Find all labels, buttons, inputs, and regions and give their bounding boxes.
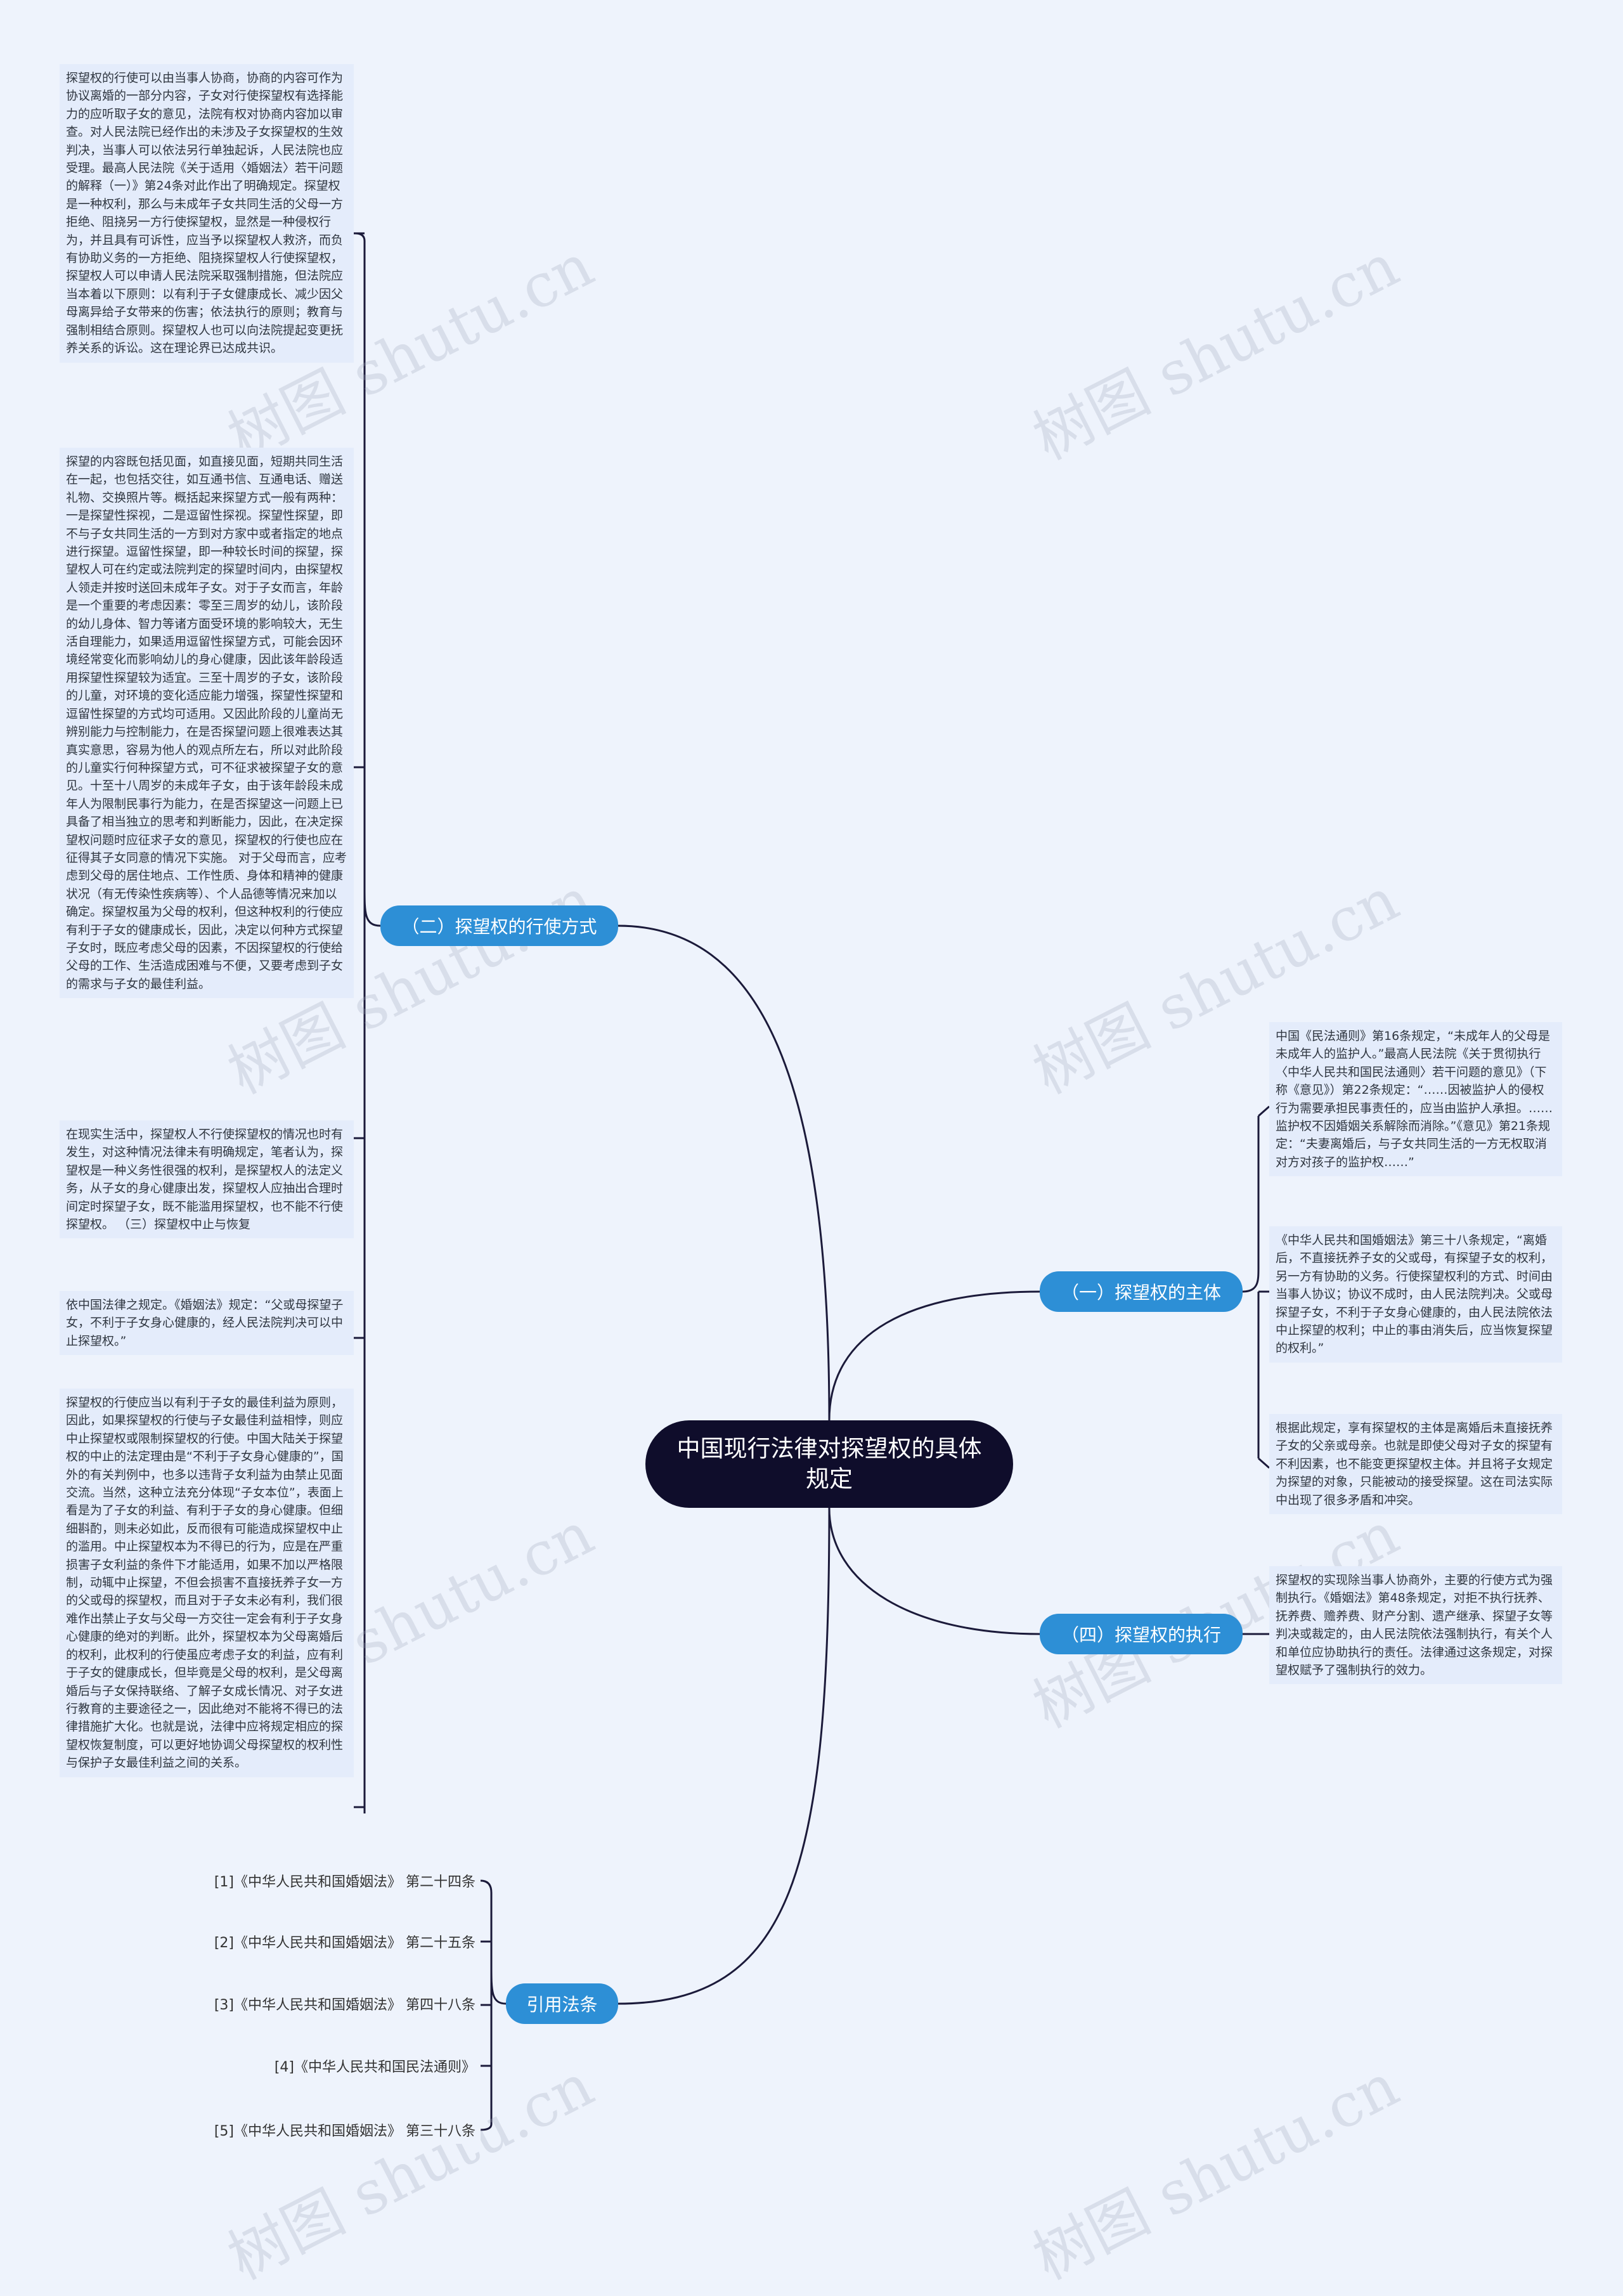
note-suspension-law: 依中国法律之规定。《婚姻法》规定：“父或母探望子女，不利于子女身心健康的，经人民… xyxy=(60,1291,354,1356)
citation-item: [5]《中华人民共和国婚姻法》 第三十八条 xyxy=(209,2116,481,2144)
root-topic[interactable]: 中国现行法律对探望权的具体规定 xyxy=(645,1420,1013,1508)
edge-root-b3 xyxy=(828,1507,1040,1635)
edge-root-b1 xyxy=(618,924,831,1421)
note-exercise-negotiation: 探望权的行使可以由当事人协商，协商的内容可作为协议离婚的一部分内容，子女对行使探… xyxy=(60,64,354,363)
edge-root-b4 xyxy=(618,1507,831,2005)
note-guardian: 中国《民法通则》第16条规定，“未成年人的父母是未成年人的监护人。”最高人民法院… xyxy=(1269,1022,1562,1177)
branch-exercise-method[interactable]: （二）探望权的行使方式 xyxy=(380,905,618,946)
note-not-exercising: 在现实生活中，探望权人不行使探望权的情况也时有发生，对这种情况法律未有明确规定，… xyxy=(60,1120,354,1239)
branch-subject[interactable]: （一）探望权的主体 xyxy=(1040,1271,1243,1312)
connector-lines xyxy=(354,232,1270,2131)
note-visit-methods: 探望的内容既包括见面，如直接见面，短期共同生活在一起，也包括交往，如互通书信、互… xyxy=(60,448,354,999)
note-enforcement: 探望权的实现除当事人协商外，主要的行使方式为强制执行。《婚姻法》第48条规定，对… xyxy=(1269,1566,1562,1685)
note-subject-analysis: 根据此规定，享有探望权的主体是离婚后未直接抚养子女的父亲或母亲。也就是即使父母对… xyxy=(1269,1414,1562,1515)
note-suspension-analysis: 探望权的行使应当以有利于子女的最佳利益为原则，因此，如果探望权的行使与子女最佳利… xyxy=(60,1389,354,1777)
branch-citations[interactable]: 引用法条 xyxy=(506,1983,618,2024)
edge-root-b2 xyxy=(828,1290,1040,1421)
note-marriage-law-38: 《中华人民共和国婚姻法》第三十八条规定，“离婚后，不直接抚养子女的父或母，有探望… xyxy=(1269,1226,1562,1363)
citation-item: [3]《中华人民共和国婚姻法》 第四十八条 xyxy=(209,1990,481,2018)
citation-item: [2]《中华人民共和国婚姻法》 第二十五条 xyxy=(209,1928,481,1955)
citation-item: [1]《中华人民共和国婚姻法》 第二十四条 xyxy=(209,1867,481,1895)
edge-b1-bracket xyxy=(354,232,381,1813)
edge-b4-bracket xyxy=(480,1879,507,2131)
citation-item: [4]《中华人民共和国民法通则》 xyxy=(269,2052,481,2080)
branch-enforcement[interactable]: （四）探望权的执行 xyxy=(1040,1614,1243,1654)
edge-b2-bracket xyxy=(1242,1116,1260,1458)
